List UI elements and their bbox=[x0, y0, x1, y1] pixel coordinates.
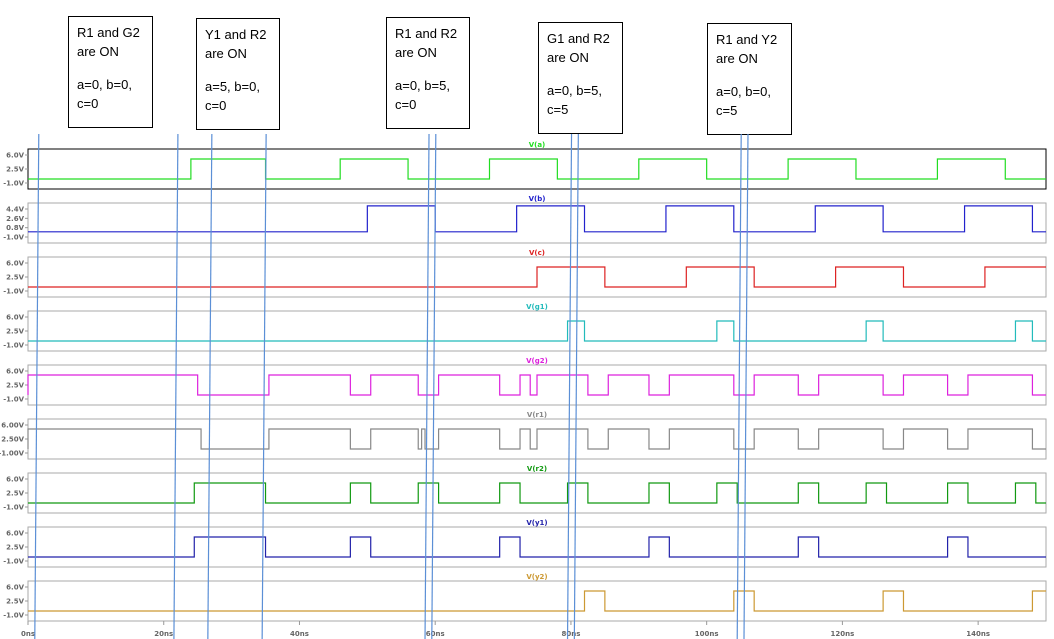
marker-line bbox=[34, 133, 40, 639]
annotation-3: R1 and R2 are ON a=0, b=5, c=0 bbox=[386, 17, 470, 129]
annotation-title: G1 and R2 bbox=[547, 31, 610, 46]
y-tick-label: -1.0V bbox=[3, 288, 24, 296]
panel-frame bbox=[27, 526, 1047, 568]
series-line bbox=[27, 428, 1046, 450]
y-tick-label: 6.0V bbox=[6, 530, 24, 538]
annotation-title: R1 and R2 bbox=[395, 26, 458, 41]
y-tick-label: 6.0V bbox=[6, 584, 24, 592]
series-label: V(r1) bbox=[527, 411, 547, 419]
annotation-values-2: c=5 bbox=[716, 103, 738, 118]
marker-line bbox=[173, 133, 179, 639]
y-tick-label: 2.5V bbox=[6, 166, 24, 174]
y-tick-label: 2.5V bbox=[6, 328, 24, 336]
x-tick-label: 140ns bbox=[966, 630, 990, 638]
marker-line bbox=[431, 133, 437, 639]
y-tick-label: -1.0V bbox=[3, 180, 24, 188]
y-tick-label: 2.5V bbox=[6, 274, 24, 282]
y-tick-label: -1.0V bbox=[3, 396, 24, 404]
annotation-title: Y1 and R2 bbox=[205, 27, 267, 42]
y-tick-label: 6.0V bbox=[6, 476, 24, 484]
series-label: V(y1) bbox=[526, 519, 547, 527]
y-tick-label: -1.0V bbox=[3, 504, 24, 512]
panel-frame bbox=[27, 148, 1047, 190]
y-tick-label: 6.0V bbox=[6, 260, 24, 268]
series-label: V(r2) bbox=[527, 465, 547, 473]
y-tick-label: 2.5V bbox=[6, 544, 24, 552]
annotation-2: Y1 and R2 are ON a=5, b=0, c=0 bbox=[196, 18, 280, 130]
series-line bbox=[28, 536, 1046, 558]
y-tick-label: 2.5V bbox=[6, 382, 24, 390]
series-label: V(b) bbox=[529, 195, 546, 203]
panel-frame bbox=[27, 202, 1047, 244]
annotation-values-2: c=0 bbox=[205, 98, 227, 113]
annotation-values-2: c=0 bbox=[77, 96, 99, 111]
annotation-values: a=0, b=5, bbox=[395, 78, 450, 93]
y-tick-label: 2.50V bbox=[1, 436, 24, 444]
annotation-values: a=0, b=0, bbox=[716, 84, 771, 99]
y-tick-label: 0.8V bbox=[6, 224, 24, 232]
marker-line bbox=[424, 133, 430, 639]
marker-line bbox=[566, 133, 573, 639]
y-tick-label: -1.0V bbox=[3, 612, 24, 620]
series-line bbox=[28, 266, 1046, 288]
marker-line bbox=[573, 133, 579, 639]
y-tick-label: -1.00V bbox=[0, 450, 25, 458]
marker-line bbox=[736, 133, 742, 639]
x-tick-label: 20ns bbox=[154, 630, 173, 638]
series-line bbox=[27, 374, 1046, 396]
marker-line bbox=[207, 133, 213, 639]
annotation-values: a=0, b=0, bbox=[77, 77, 132, 92]
x-tick-label: 80ns bbox=[561, 630, 580, 638]
x-tick-label: 40ns bbox=[290, 630, 309, 638]
x-tick-label: 60ns bbox=[426, 630, 445, 638]
annotation-5: R1 and Y2 are ON a=0, b=0, c=5 bbox=[707, 23, 792, 135]
annotation-values: a=5, b=0, bbox=[205, 79, 260, 94]
series-label: V(g2) bbox=[526, 357, 548, 365]
annotation-title: R1 and Y2 bbox=[716, 32, 778, 47]
y-tick-label: 4.4V bbox=[6, 206, 24, 214]
annotation-subtitle: are ON bbox=[395, 45, 437, 60]
series-label: V(y2) bbox=[526, 573, 547, 581]
series-line bbox=[28, 320, 1046, 342]
y-tick-label: 2.5V bbox=[6, 490, 24, 498]
y-tick-label: 6.0V bbox=[6, 314, 24, 322]
annotation-1: R1 and G2 are ON a=0, b=0, c=0 bbox=[68, 16, 153, 128]
series-line bbox=[28, 482, 1046, 504]
annotation-subtitle: are ON bbox=[205, 46, 247, 61]
marker-line bbox=[743, 133, 749, 639]
annotation-values-2: c=5 bbox=[547, 102, 569, 117]
y-tick-label: -1.0V bbox=[3, 558, 24, 566]
panel-frame bbox=[27, 472, 1047, 514]
x-tick-label: 0ns bbox=[21, 630, 35, 638]
y-tick-label: 6.0V bbox=[6, 152, 24, 160]
y-tick-label: 2.6V bbox=[6, 215, 24, 223]
annotation-4: G1 and R2 are ON a=0, b=5, c=5 bbox=[538, 22, 623, 134]
y-tick-label: -1.0V bbox=[3, 234, 24, 242]
annotation-subtitle: are ON bbox=[547, 50, 589, 65]
annotation-values-2: c=0 bbox=[395, 97, 417, 112]
series-label: V(c) bbox=[529, 249, 545, 257]
marker-line bbox=[261, 133, 267, 639]
y-tick-label: 6.0V bbox=[6, 368, 24, 376]
panel-frame bbox=[27, 580, 1047, 622]
annotation-values: a=0, b=5, bbox=[547, 83, 602, 98]
y-tick-label: 6.00V bbox=[1, 422, 24, 430]
annotation-subtitle: are ON bbox=[716, 51, 758, 66]
panel-frame bbox=[27, 310, 1047, 352]
series-line bbox=[28, 205, 1046, 233]
x-tick-label: 120ns bbox=[831, 630, 855, 638]
annotation-subtitle: are ON bbox=[77, 44, 119, 59]
series-label: V(g1) bbox=[526, 303, 548, 311]
annotation-title: R1 and G2 bbox=[77, 25, 140, 40]
y-tick-label: -1.0V bbox=[3, 342, 24, 350]
series-line bbox=[28, 590, 1046, 612]
series-line bbox=[28, 158, 1046, 180]
x-tick-label: 100ns bbox=[695, 630, 719, 638]
series-label: V(a) bbox=[529, 141, 546, 149]
y-tick-label: 2.5V bbox=[6, 598, 24, 606]
